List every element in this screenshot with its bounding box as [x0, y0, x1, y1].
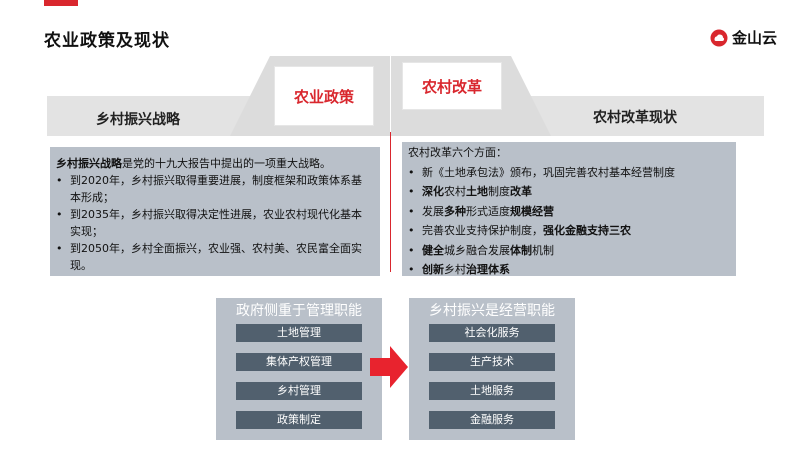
reform-item-2-part: 农村	[444, 185, 466, 198]
tab-rural-reform[interactable]: 农村改革	[402, 62, 502, 110]
reform-item-5-part: 健全	[422, 243, 444, 257]
reform-item-1: 新《土地承包法》颁布，巩固完善农村基本经营制度	[422, 165, 675, 179]
reform-item-2-part: 改革	[510, 185, 532, 198]
reform-item-3-part: 形式适度	[466, 204, 510, 218]
reform-heading: 农村改革六个方面：	[408, 146, 507, 159]
top-accent-bar	[44, 0, 78, 6]
banner-left-label: 乡村振兴战略	[96, 112, 180, 128]
bullet-dot: •	[408, 185, 415, 198]
strategy-goal-2050: 到2050年，乡村全面振兴，农业强、农村美、农民富全面实现。	[70, 242, 362, 272]
reform-item-6: 创新乡村治理体系	[422, 260, 510, 280]
strategy-goal-2020: 到2020年，乡村振兴取得重要进展，制度框架和政策体系基本形成；	[70, 174, 362, 204]
reform-item-2-part: 制度	[488, 185, 510, 198]
reform-item-6-part: 创新	[422, 263, 444, 276]
biz-item-production-technology[interactable]: 生产技术	[429, 353, 555, 371]
list-item: • 发展多种形式适度规模经营	[408, 202, 730, 222]
bullet-dot: •	[56, 174, 63, 187]
bullet-dot: •	[408, 263, 415, 276]
strategy-goal-2035: 到2035年，乡村振兴取得决定性进展，农业农村现代化基本实现；	[70, 208, 362, 238]
strategy-intro-rest: 是党的十九大报告中提出的一项重大战略。	[122, 157, 331, 170]
bullet-dot: •	[408, 204, 415, 218]
gov-item-land-management[interactable]: 土地管理	[236, 324, 362, 342]
tab-agricultural-policy-label: 农业政策	[293, 87, 354, 106]
reform-item-3-part: 发展	[422, 204, 444, 218]
logo: 金山云	[710, 27, 777, 48]
center-divider	[390, 132, 391, 272]
reform-item-5: 健全城乡融合发展体制机制	[422, 241, 554, 261]
reform-item-3: 发展多种形式适度规模经营	[422, 202, 554, 222]
reform-item-5-part: 机制	[532, 243, 554, 257]
reform-item-4: 完善农业支持保护制度，强化金融支持三农	[422, 221, 631, 241]
reform-item-5-part: 城乡融合发展	[444, 243, 510, 257]
gov-item-policy-making[interactable]: 政策制定	[236, 411, 362, 429]
government-functions-title: 政府侧重于管理职能	[236, 303, 362, 319]
tab-agricultural-policy[interactable]: 农业政策	[274, 66, 374, 126]
strategy-intro: 乡村振兴战略是党的十九大报告中提出的一项重大战略。	[56, 155, 372, 172]
bullet-dot: •	[56, 208, 63, 221]
reform-item-2-part: 深化	[422, 185, 444, 198]
list-item: • 创新乡村治理体系	[408, 260, 730, 280]
bullet-dot: •	[408, 224, 415, 237]
list-item: • 健全城乡融合发展体制机制	[408, 241, 730, 261]
list-item: • 到2050年，乡村全面振兴，农业强、农村美、农民富全面实现。	[56, 240, 372, 274]
list-item: • 到2020年，乡村振兴取得重要进展，制度框架和政策体系基本形成；	[56, 172, 372, 206]
bullet-dot: •	[408, 165, 415, 179]
logo-text: 金山云	[732, 29, 778, 47]
list-item: • 深化农村土地制度改革	[408, 182, 730, 202]
government-functions-box: 政府侧重于管理职能 土地管理 集体产权管理 乡村管理 政策制定	[216, 298, 382, 440]
rural-reform-panel: 农村改革六个方面： • 新《土地承包法》颁布，巩固完善农村基本经营制度 • 深化农村…	[402, 142, 736, 276]
right-arrow-icon	[370, 346, 408, 388]
reform-item-4-part: 强化金融支持三农	[543, 224, 631, 237]
business-functions-box: 乡村振兴是经营职能 社会化服务 生产技术 土地服务 金融服务	[409, 298, 575, 440]
gov-item-collective-property[interactable]: 集体产权管理	[236, 353, 362, 371]
reform-item-3-part: 多种	[444, 204, 466, 218]
reform-item-3-part: 规模经营	[510, 204, 554, 218]
page-title: 农业政策及现状	[44, 31, 170, 51]
business-functions-title: 乡村振兴是经营职能	[429, 303, 555, 319]
reform-item-6-part: 乡村	[444, 263, 466, 276]
reform-item-2-part: 土地	[466, 185, 488, 198]
biz-item-land-services[interactable]: 土地服务	[429, 382, 555, 400]
tab-rural-reform-label: 农村改革	[421, 77, 482, 96]
list-item: • 新《土地承包法》颁布，巩固完善农村基本经营制度	[408, 163, 730, 183]
list-item: • 到2035年，乡村振兴取得决定性进展，农业农村现代化基本实现；	[56, 206, 372, 240]
bullet-dot: •	[56, 242, 63, 255]
strategy-intro-bold: 乡村振兴战略	[56, 157, 122, 170]
gov-item-village-management[interactable]: 乡村管理	[236, 382, 362, 400]
reform-item-5-part: 体制	[510, 243, 532, 257]
biz-item-financial-services[interactable]: 金融服务	[429, 411, 555, 429]
list-item: • 完善农业支持保护制度，强化金融支持三农	[408, 221, 730, 241]
bullet-dot: •	[408, 243, 415, 257]
rural-revitalization-panel: 乡村振兴战略是党的十九大报告中提出的一项重大战略。 • 到2020年，乡村振兴取得…	[50, 147, 380, 276]
biz-item-social-services[interactable]: 社会化服务	[429, 324, 555, 342]
reform-item-2: 深化农村土地制度改革	[422, 182, 532, 202]
reform-item-4-part: 完善农业支持保护制度，	[422, 224, 543, 237]
kingsoft-cloud-logo-icon	[710, 29, 728, 46]
banner-right-label: 农村改革现状	[593, 110, 677, 126]
reform-item-6-part: 治理体系	[466, 263, 510, 276]
